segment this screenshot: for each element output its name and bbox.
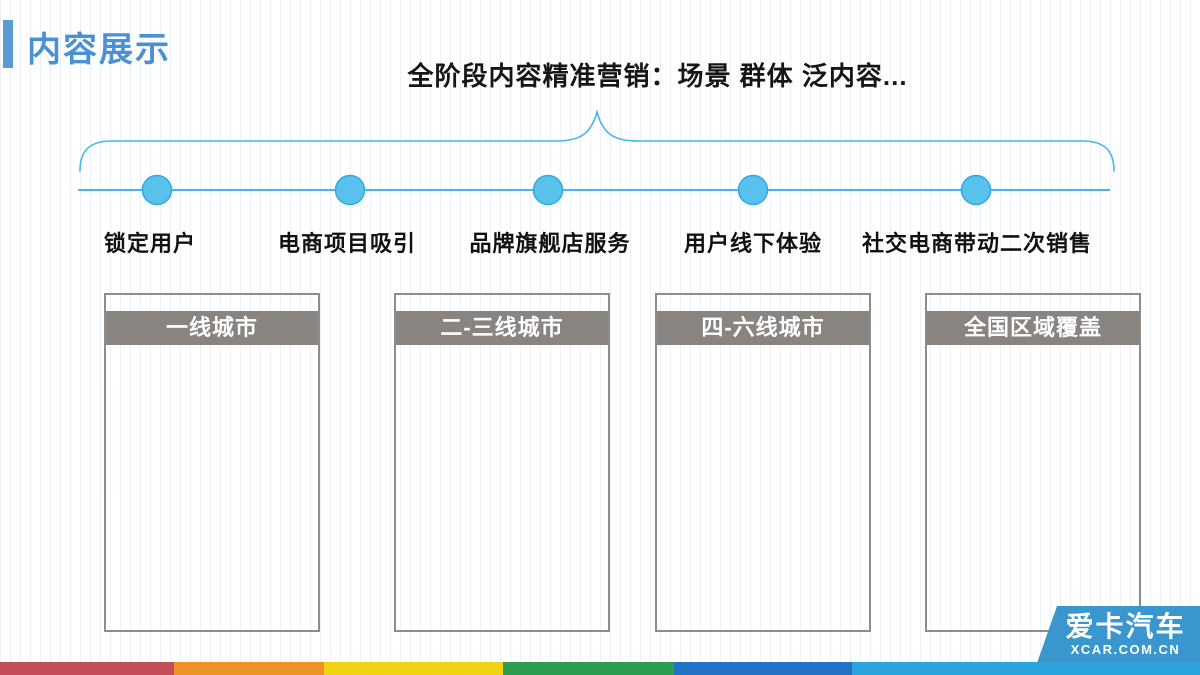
stripe-green (503, 662, 674, 675)
stripe-red (0, 662, 174, 675)
stripe-blue (674, 662, 852, 675)
stage-label-social-resale: 社交电商带动二次销售 (861, 231, 1093, 256)
card-tier2-3-cities: 二-三线城市 (394, 293, 610, 632)
page-title: 内容展示 (27, 31, 171, 69)
curly-brace (79, 108, 1115, 172)
card-header: 一线城市 (106, 311, 318, 345)
xcar-logo-brand: 爱卡汽车 (1065, 610, 1186, 642)
card-nationwide: 全国区域覆盖 (925, 293, 1141, 632)
stage-label-offline-experience: 用户线下体验 (683, 231, 823, 256)
stage-label-ecommerce-attract: 电商项目吸引 (277, 231, 417, 256)
timeline-dot (334, 174, 366, 206)
title-accent-bar (3, 20, 13, 68)
xcar-logo: 爱卡汽车 XCAR.COM.CN (1037, 606, 1200, 663)
card-header: 四-六线城市 (657, 311, 869, 345)
stripe-yellow (324, 662, 503, 675)
card-tier4-6-cities: 四-六线城市 (655, 293, 871, 632)
stage-label-flagship-service: 品牌旗舰店服务 (469, 231, 631, 256)
marketing-heading: 全阶段内容精准营销：场景 群体 泛内容... (407, 61, 908, 91)
card-header: 二-三线城市 (396, 311, 608, 345)
stripe-orange (174, 662, 324, 675)
timeline-dot (960, 174, 992, 206)
timeline-dot (737, 174, 769, 206)
timeline-graphic (78, 108, 1115, 206)
stage-label-lock-users: 锁定用户 (103, 231, 197, 256)
timeline-dot (532, 174, 564, 206)
card-header: 全国区域覆盖 (927, 311, 1139, 345)
card-tier1-cities: 一线城市 (104, 293, 320, 632)
timeline-dot (141, 174, 173, 206)
stripe-lightblue (852, 662, 1200, 675)
xcar-logo-domain: XCAR.COM.CN (1070, 642, 1181, 658)
footer-color-bar (0, 662, 1200, 675)
